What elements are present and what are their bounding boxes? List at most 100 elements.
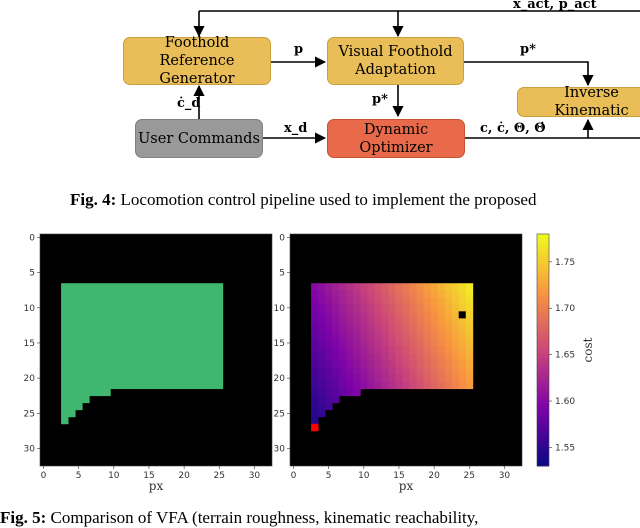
heatmap-cell <box>311 360 319 368</box>
heatmap-cell <box>423 290 432 298</box>
heatmap-cell <box>82 339 90 347</box>
heatmap-cell <box>208 346 217 354</box>
heatmap-cell <box>388 360 396 368</box>
heatmap-cell <box>430 381 439 390</box>
inverse-kinematic-node: Inverse Kinematic <box>517 85 640 119</box>
heatmap-cell <box>152 332 160 340</box>
heatmap-cell <box>395 318 403 326</box>
heatmap-cell <box>89 318 97 326</box>
x-tick-label: 0 <box>41 471 47 481</box>
heatmap-cell <box>201 381 210 390</box>
heatmap-cell <box>437 325 446 333</box>
heatmap-cell <box>152 297 160 305</box>
heatmap-cell <box>68 283 76 291</box>
heatmap-cell <box>194 311 203 319</box>
heatmap-cell <box>201 290 210 298</box>
heatmap-cell <box>339 325 347 333</box>
heatmap-cell <box>68 339 76 347</box>
heatmap-cell <box>124 325 132 333</box>
heatmap-cell <box>381 325 389 333</box>
heatmap-cell <box>381 381 389 390</box>
x-tick-label: 10 <box>108 471 120 481</box>
heatmap-cell <box>131 360 139 368</box>
edge-label-c-dot-d-text: ċ_d <box>177 96 201 111</box>
heatmap-cell <box>75 339 83 347</box>
heatmap-cell <box>423 360 432 368</box>
heatmap-cell <box>215 290 224 298</box>
heatmap-cell <box>444 346 453 354</box>
heatmap-cell <box>159 297 167 305</box>
heatmap-cell <box>437 297 446 305</box>
heatmap-cell <box>381 339 389 347</box>
heatmap-cell <box>138 311 146 319</box>
heatmap-cell <box>395 304 403 312</box>
heatmap-cell <box>82 325 90 333</box>
heatmap-cell <box>89 283 97 291</box>
heatmap-cell <box>311 311 319 319</box>
heatmap-cell <box>89 304 97 312</box>
heatmap-cell <box>103 360 111 368</box>
heatmap-cell <box>131 304 139 312</box>
heatmap-cell <box>180 332 189 340</box>
heatmap-cell <box>166 325 174 333</box>
heatmap-cell <box>416 360 424 368</box>
heatmap-cell <box>180 374 189 383</box>
heatmap-cell <box>75 311 83 319</box>
heatmap-cell <box>318 367 326 376</box>
heatmap-cell <box>215 353 224 361</box>
colorbar-segment <box>537 334 549 339</box>
x-tick-label: 30 <box>249 471 261 481</box>
colorbar-segment <box>537 253 549 258</box>
edge-label-p-star-down: p* <box>372 92 388 107</box>
heatmap-cell <box>131 381 139 390</box>
heatmap-cell <box>416 339 424 347</box>
heatmap-cell <box>465 325 474 333</box>
heatmap-cell <box>166 283 174 291</box>
heatmap-cell <box>131 325 139 333</box>
heatmap-cell <box>103 304 111 312</box>
heatmap-cell <box>332 339 340 347</box>
heatmap-cell <box>367 297 375 305</box>
heatmap-cell <box>138 339 146 347</box>
heatmap-cell <box>339 297 347 305</box>
heatmap-cell <box>346 325 354 333</box>
heatmap-cell <box>208 297 217 305</box>
heatmap-cell <box>430 325 439 333</box>
heatmap-cell <box>96 325 104 333</box>
heatmap-cell <box>208 283 217 291</box>
heatmap-cell <box>346 283 354 291</box>
heatmap-cell <box>68 353 76 361</box>
heatmap-cell <box>110 339 118 347</box>
heatmap-cell <box>68 311 76 319</box>
heatmap-cell <box>166 318 174 326</box>
heatmap-cell <box>311 353 319 361</box>
heatmap-cell <box>103 346 111 354</box>
heatmap-cell <box>124 374 132 383</box>
heatmap-cell <box>381 318 389 326</box>
heatmap-cell <box>208 374 217 383</box>
colorbar-segment <box>537 392 549 397</box>
heatmap-cell <box>180 318 189 326</box>
heatmap-cell <box>416 325 424 333</box>
heatmap-cell <box>311 395 319 404</box>
heatmap-cell <box>353 360 361 368</box>
heatmap-cell <box>159 360 167 368</box>
heatmap-cell <box>201 283 210 291</box>
heatmap-cell <box>325 346 333 354</box>
heatmap-cell <box>437 283 446 291</box>
heatmap-cell <box>68 297 76 305</box>
heatmap-cell <box>61 388 69 397</box>
heatmap-cell <box>131 339 139 347</box>
heatmap-cell <box>166 332 174 340</box>
heatmap-cell <box>367 325 375 333</box>
heatmap-cell <box>68 290 76 298</box>
heatmap-cell <box>110 283 118 291</box>
heatmap-cell <box>353 318 361 326</box>
heatmap-cell <box>437 374 446 383</box>
heatmap-cell <box>346 311 354 319</box>
heatmap-cell <box>458 353 467 361</box>
heatmap-cell <box>353 311 361 319</box>
colorbar-segment <box>537 264 549 270</box>
heatmap-cell <box>339 353 347 361</box>
